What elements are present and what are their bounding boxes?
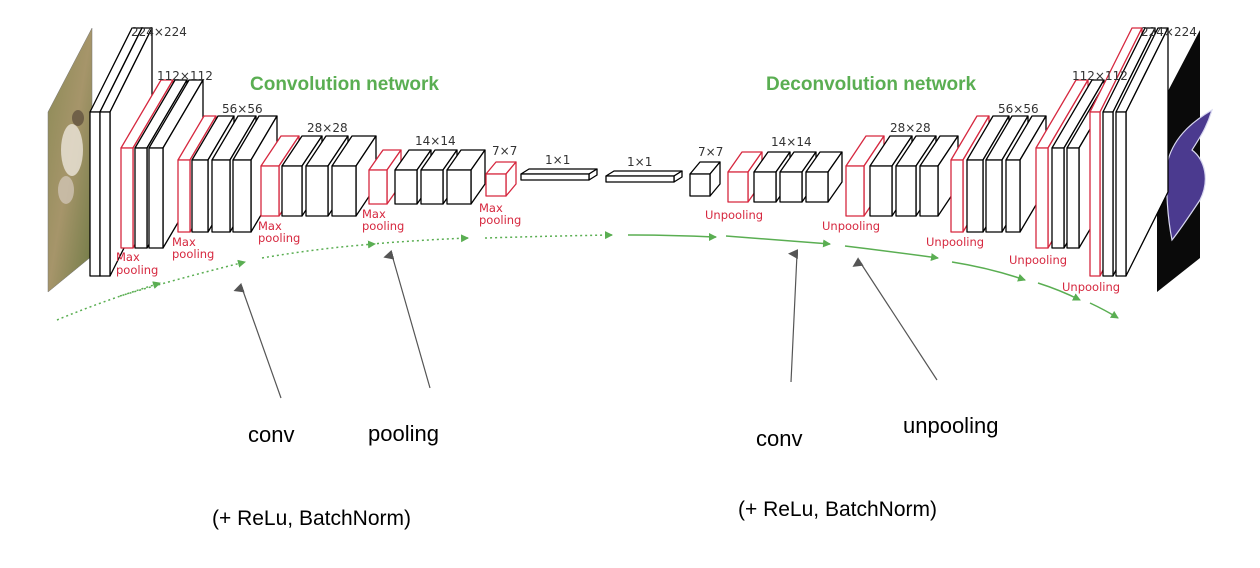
layer-box-fc-2: [605, 170, 683, 183]
svg-text:pooling: pooling: [258, 231, 300, 245]
input-image: [47, 27, 93, 293]
dim-14-right: 14×14: [771, 135, 812, 149]
svg-text:pooling: pooling: [479, 213, 521, 227]
unpooling-label-3: Unpooling: [926, 235, 984, 249]
layer-box-dec-224-deconv-2: [1115, 27, 1169, 277]
decoder-title: Deconvolution network: [766, 74, 977, 95]
max-pooling-label-5: Max pooling: [479, 201, 521, 227]
layer-box-enc-14-pool: [368, 149, 402, 205]
dim-28-right: 28×28: [890, 121, 931, 135]
dim-112-left: 112×112: [157, 69, 213, 83]
unpooling-label-2: Unpooling: [822, 219, 880, 233]
max-pooling-label-4: Max pooling: [362, 207, 404, 233]
layer-box-dec-14-deconv-3: [805, 151, 843, 203]
dim-1-left: 1×1: [545, 153, 570, 167]
dim-14-left: 14×14: [415, 134, 456, 148]
dim-28-left: 28×28: [307, 121, 348, 135]
layer-boxes: [89, 27, 1169, 277]
annotation-pointers: [233, 249, 938, 399]
dim-224-right: 224×224: [1141, 25, 1197, 39]
dim-56-left: 56×56: [222, 102, 263, 116]
annotation-relu-batchnorm-decoder: (+ ReLu, BatchNorm): [738, 498, 937, 521]
layer-box-enc-14-conv-3: [446, 149, 486, 205]
layer-box-fc-1: [520, 168, 598, 181]
max-pooling-label-1: Max pooling: [116, 250, 158, 277]
encoder-title: Convolution network: [250, 74, 439, 95]
max-pooling-label-2: Max pooling: [172, 235, 214, 261]
dim-1-right: 1×1: [627, 155, 652, 169]
annotation-conv-decoder: conv: [756, 426, 802, 451]
svg-text:Max: Max: [116, 250, 140, 264]
dim-7-right: 7×7: [698, 145, 723, 159]
dim-224-left: 224×224: [131, 25, 187, 39]
unpooling-label-4: Unpooling: [1009, 253, 1067, 267]
svg-text:Max: Max: [172, 235, 196, 249]
svg-text:Max: Max: [362, 207, 386, 221]
unpooling-label-1: Unpooling: [705, 208, 763, 222]
layer-box-enc-28-conv-3: [331, 135, 377, 217]
svg-text:pooling: pooling: [172, 247, 214, 261]
annotation-unpooling: unpooling: [903, 413, 998, 438]
annotation-conv-encoder: conv: [248, 422, 294, 447]
dim-56-right: 56×56: [998, 102, 1039, 116]
unpooling-label-5: Unpooling: [1062, 280, 1120, 294]
dim-112-right: 112×112: [1072, 69, 1128, 83]
annotation-relu-batchnorm-encoder: (+ ReLu, BatchNorm): [212, 507, 411, 530]
flow-arrows: [56, 231, 1119, 321]
dim-7-left: 7×7: [492, 144, 517, 158]
max-pooling-label-3: Max pooling: [258, 219, 300, 245]
layer-box-dec-7-deconv: [689, 161, 721, 197]
svg-text:pooling: pooling: [362, 219, 404, 233]
svg-text:pooling: pooling: [116, 263, 158, 277]
layer-box-enc-7-pool: [485, 161, 517, 197]
svg-text:Max: Max: [258, 219, 282, 233]
svg-text:Max: Max: [479, 201, 503, 215]
annotation-pooling: pooling: [368, 421, 439, 446]
